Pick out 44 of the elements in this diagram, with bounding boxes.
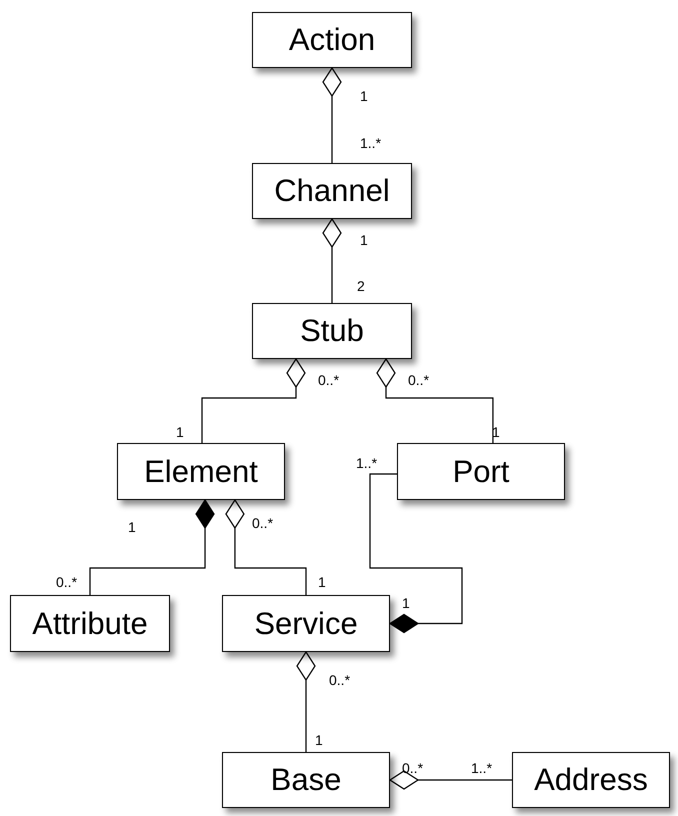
- aggregation-line: [322, 67, 342, 163]
- multiplicity-label: 0..*: [252, 515, 274, 531]
- aggregation-line: [322, 218, 342, 303]
- class-name: Service: [254, 606, 358, 642]
- class-name: Element: [144, 454, 258, 490]
- class-box: [222, 752, 390, 808]
- multiplicity-label: 0..*: [56, 574, 78, 590]
- multiplicity-label: 1: [315, 732, 323, 748]
- multiplicity-label: 1..*: [471, 760, 492, 776]
- class-name: Action: [288, 22, 376, 58]
- multiplicity-label: 1: [360, 232, 368, 248]
- aggregation-line: [225, 499, 307, 595]
- class-name: Base: [270, 762, 342, 798]
- multiplicity-label: 1: [128, 519, 136, 535]
- multiplicity-label: 1..*: [360, 135, 382, 151]
- composition-line: [369, 473, 463, 634]
- multiplicity-label: 0..*: [408, 372, 430, 388]
- multiplicity-label: 1: [492, 424, 500, 440]
- class-box: [512, 752, 670, 808]
- multiplicity-label: 1: [402, 595, 410, 611]
- multiplicity-label: 0..*: [329, 672, 350, 688]
- class-name: Stub: [300, 313, 364, 349]
- class-name: Address: [534, 762, 648, 798]
- multiplicity-label: 1: [360, 88, 368, 104]
- class-box: [397, 443, 565, 500]
- multiplicity-label: 1..*: [356, 455, 378, 471]
- class-box: [10, 595, 170, 652]
- class-box: [252, 163, 412, 219]
- class-box: [117, 443, 285, 500]
- multiplicity-label: 1: [176, 424, 184, 440]
- aggregation-line: [376, 358, 494, 443]
- aggregation-line: [389, 770, 512, 790]
- class-name: Channel: [274, 173, 390, 209]
- class-name: Port: [452, 454, 510, 490]
- aggregation-line: [296, 651, 316, 752]
- class-box: [222, 595, 390, 652]
- multiplicity-label: 2: [357, 278, 365, 294]
- class-name: Attribute: [32, 606, 148, 642]
- composition-line: [89, 499, 215, 595]
- aggregation-line: [201, 358, 306, 443]
- multiplicity-label: 1: [318, 574, 326, 590]
- class-box: [252, 303, 412, 359]
- class-box: [252, 12, 412, 68]
- multiplicity-label: 0..*: [318, 372, 340, 388]
